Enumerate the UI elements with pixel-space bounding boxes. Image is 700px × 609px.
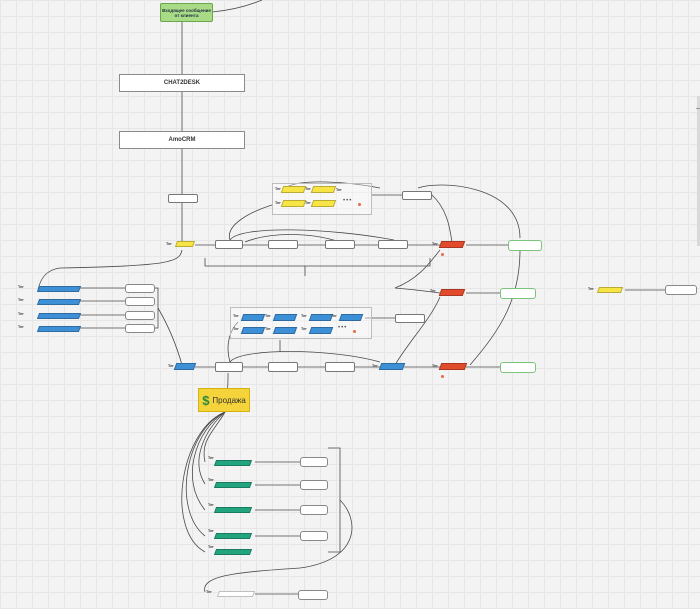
yellow-tag[interactable] — [596, 287, 624, 293]
reply-node[interactable] — [125, 284, 155, 293]
blue-tag[interactable] — [36, 326, 82, 332]
step-node[interactable] — [402, 191, 432, 200]
white-tag[interactable] — [216, 591, 256, 597]
blue-tag[interactable] — [36, 299, 82, 305]
tag-label: Тег — [18, 298, 24, 302]
tag-label: Тег — [208, 529, 214, 533]
tag-label: Тег — [265, 327, 271, 331]
system-box-chat2desk[interactable]: CHAT2DESK — [119, 74, 245, 92]
step-node[interactable] — [325, 362, 355, 372]
tag-label: Тег — [430, 289, 436, 293]
tag-label: Тег — [305, 201, 311, 205]
tag-label: Тег — [588, 287, 594, 291]
red-tag[interactable] — [438, 241, 466, 248]
blue-tag[interactable] — [36, 286, 82, 292]
sale-node[interactable]: $ Продажа — [198, 388, 250, 412]
status-dot — [441, 375, 444, 378]
blue-tag[interactable] — [308, 327, 334, 334]
side-panel-handle[interactable] — [696, 108, 700, 113]
step-node[interactable] — [325, 240, 355, 249]
middle-tag-group[interactable] — [230, 307, 372, 339]
reply-node[interactable] — [125, 311, 155, 320]
blue-tag[interactable] — [308, 314, 334, 321]
tag-label: Тег — [432, 242, 438, 246]
reply-node[interactable] — [300, 531, 328, 541]
reply-node[interactable] — [300, 480, 328, 490]
status-dot-top — [358, 203, 361, 206]
tag-label: Тег — [166, 242, 172, 246]
blue-tag[interactable] — [272, 314, 298, 321]
reply-node[interactable] — [298, 590, 328, 600]
tag-label: Тег — [233, 314, 239, 318]
red-tag[interactable] — [438, 289, 466, 296]
tag-label: Тег — [168, 364, 174, 368]
blue-tag[interactable] — [173, 363, 197, 370]
step-node[interactable] — [378, 240, 408, 249]
green-tag[interactable] — [213, 482, 253, 488]
system-box-amocrm[interactable]: AmoCRM — [119, 131, 245, 149]
green-tag[interactable] — [213, 533, 253, 539]
blue-tag[interactable] — [338, 314, 364, 321]
tag-label: Тег — [208, 503, 214, 507]
tag-label: Тег — [18, 285, 24, 289]
tag-label: Тег — [233, 327, 239, 331]
dollar-icon: $ — [202, 392, 210, 408]
tag-label: Тег — [265, 314, 271, 318]
tag-label: Тег — [305, 187, 311, 191]
yellow-tag[interactable] — [280, 200, 307, 207]
blue-tag[interactable] — [378, 363, 406, 370]
blue-tag[interactable] — [36, 313, 82, 319]
tag-label: Тег — [275, 187, 281, 191]
sale-label: Продажа — [212, 395, 246, 405]
outcome-node[interactable] — [500, 362, 536, 373]
tag-label: Тег — [208, 456, 214, 460]
tag-label: Тег — [206, 590, 212, 594]
step-node[interactable] — [268, 240, 298, 249]
start-node-incoming-message[interactable]: Входящее сообщение от клиента — [160, 3, 213, 22]
green-tag[interactable] — [213, 549, 253, 555]
step-node[interactable] — [395, 314, 425, 323]
red-tag[interactable] — [438, 363, 468, 370]
source-node[interactable] — [168, 194, 198, 203]
tag-label: Тег — [208, 478, 214, 482]
outcome-node[interactable] — [500, 288, 536, 299]
blue-tag[interactable] — [240, 327, 266, 334]
reply-node[interactable] — [665, 285, 697, 295]
step-node[interactable] — [215, 240, 243, 249]
reply-node[interactable] — [125, 324, 155, 333]
tag-label: Тег — [432, 364, 438, 368]
tag-label: Тег — [275, 201, 281, 205]
canvas-scrollbar[interactable] — [697, 96, 700, 246]
tag-label: Тег — [331, 314, 337, 318]
yellow-tag[interactable] — [310, 186, 337, 193]
step-node[interactable] — [215, 362, 243, 372]
blue-tag[interactable] — [240, 314, 266, 321]
outcome-node[interactable] — [508, 240, 542, 251]
reply-node[interactable] — [300, 505, 328, 515]
more-marker-top[interactable]: ••• — [343, 198, 353, 204]
yellow-tag[interactable] — [280, 186, 307, 193]
tag-label: Тег — [372, 364, 378, 368]
status-dot-middle — [353, 330, 356, 333]
tag-label: Тег — [18, 312, 24, 316]
reply-node[interactable] — [300, 457, 328, 467]
yellow-tag[interactable] — [310, 200, 337, 207]
yellow-tag[interactable] — [174, 241, 196, 247]
tag-label: Тег — [18, 325, 24, 329]
more-marker-middle[interactable]: ••• — [338, 325, 348, 331]
tag-label: Тег — [336, 188, 342, 192]
status-dot — [441, 253, 444, 256]
blue-tag[interactable] — [272, 327, 298, 334]
tag-label: Тег — [301, 327, 307, 331]
reply-node[interactable] — [125, 297, 155, 306]
green-tag[interactable] — [213, 460, 253, 466]
tag-label: Тег — [208, 545, 214, 549]
green-tag[interactable] — [213, 507, 253, 513]
step-node[interactable] — [268, 362, 298, 372]
tag-label: Тег — [301, 314, 307, 318]
